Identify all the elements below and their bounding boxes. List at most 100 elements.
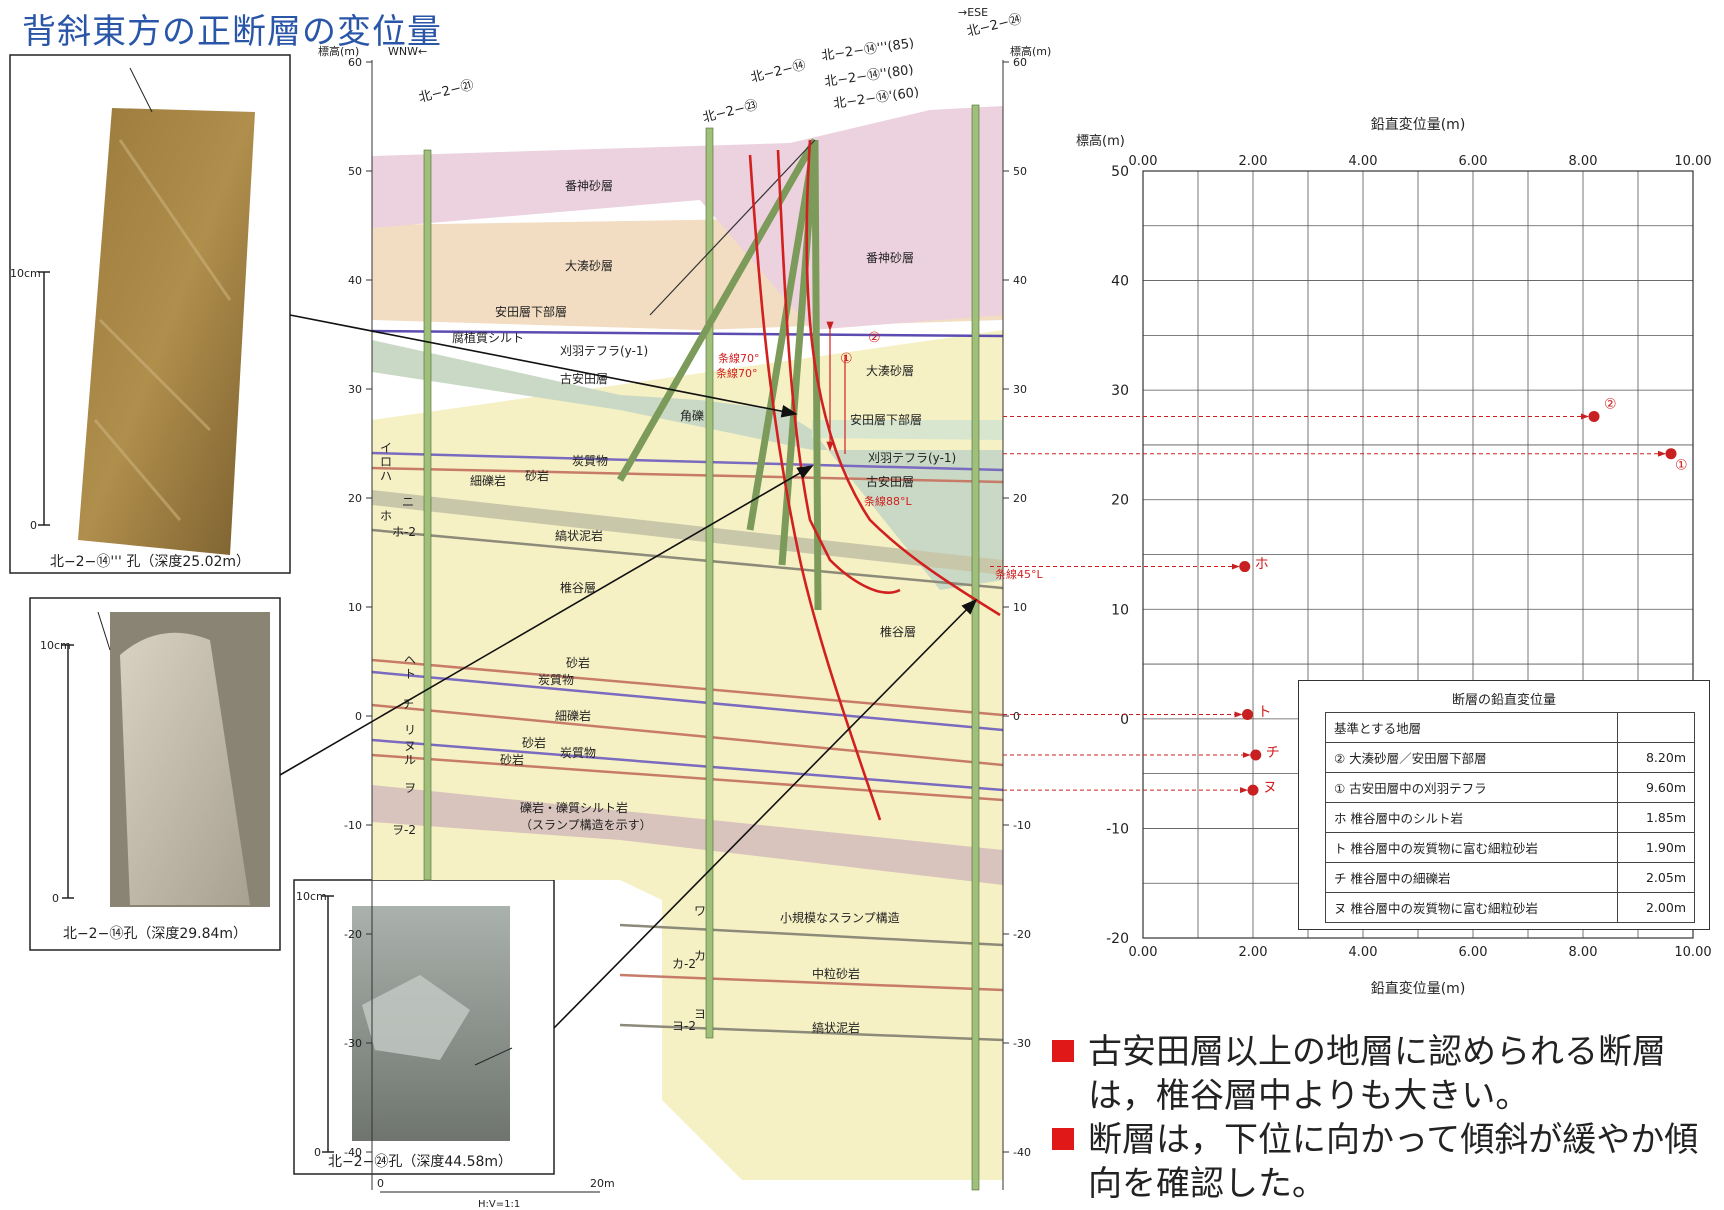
well-label-14: 北−2−⑭ bbox=[749, 58, 807, 86]
borehole-14-incline-2 bbox=[746, 139, 819, 531]
x-tick-bottom: 4.00 bbox=[1349, 945, 1378, 960]
svg-text:角礫: 角礫 bbox=[680, 408, 704, 423]
x-axis-label-top: 鉛直変位量(m) bbox=[1371, 116, 1466, 133]
layer-conglomerate-silt bbox=[372, 785, 1003, 885]
page-title: 背斜東方の正断層の変位量 bbox=[22, 12, 442, 52]
svg-text:礫岩・礫質シルト岩: 礫岩・礫質シルト岩 bbox=[520, 800, 628, 815]
elev-label-left: 標高(m) bbox=[318, 44, 359, 58]
borehole-24 bbox=[971, 104, 980, 1191]
circled-1: ① bbox=[840, 351, 853, 367]
elev-label-right: 標高(m) bbox=[1010, 44, 1051, 58]
well-label-14-85: 北−2−⑭'''(85) bbox=[820, 36, 915, 64]
table-cell-value: 9.60m bbox=[1617, 772, 1695, 803]
scale-hv: H:V=1:1 bbox=[478, 1199, 520, 1210]
dir-right: →ESE bbox=[958, 6, 988, 19]
elev-tick-left: -20 bbox=[344, 928, 362, 941]
bullet-item-1: 古安田層以上の地層に認められる断層は，椎谷層中よりも大きい。 bbox=[1052, 1030, 1722, 1118]
well-labels: 北−2−㉑ 北−2−㉓ 北−2−⑭ 北−2−⑭'''(85) 北−2−⑭''(8… bbox=[417, 12, 1023, 126]
data-point bbox=[1242, 708, 1253, 720]
bullet-square-icon bbox=[1052, 1128, 1074, 1150]
y-tick: 50 bbox=[1111, 164, 1129, 180]
svg-text:椎谷層: 椎谷層 bbox=[560, 580, 596, 595]
elev-tick-left: -10 bbox=[344, 819, 362, 832]
svg-text:腐植質シルト: 腐植質シルト bbox=[452, 330, 524, 345]
elev-tick-left: 0 bbox=[355, 710, 362, 723]
svg-text:大湊砂層: 大湊砂層 bbox=[565, 259, 613, 273]
y-tick: 10 bbox=[1111, 602, 1129, 618]
table-cell-layer: チ 椎谷層中の細礫岩 bbox=[1325, 862, 1618, 893]
svg-text:中粒砂岩: 中粒砂岩 bbox=[812, 966, 860, 981]
y-tick: 40 bbox=[1111, 274, 1129, 290]
elev-tick-left: -30 bbox=[344, 1037, 362, 1050]
elev-tick-left: 10 bbox=[348, 601, 362, 614]
elev-tick-left: 50 bbox=[348, 165, 362, 178]
scale-20m: 20m bbox=[590, 1177, 615, 1190]
y-tick: -20 bbox=[1106, 931, 1129, 947]
bullet-list: 古安田層以上の地層に認められる断層は，椎谷層中よりも大きい。 断層は，下位に向か… bbox=[1052, 1030, 1722, 1206]
borehole-14-incline-1 bbox=[616, 138, 819, 482]
x-tick-bottom: 2.00 bbox=[1239, 945, 1268, 960]
svg-text:細礫岩: 細礫岩 bbox=[470, 473, 506, 488]
table-cell-layer: ヌ 椎谷層中の炭質物に富む細粒砂岩 bbox=[1325, 892, 1618, 923]
data-point-label: ト bbox=[1258, 704, 1272, 720]
svg-text:ヨ-2: ヨ-2 bbox=[672, 1019, 696, 1033]
elev-tick-right: 10 bbox=[1013, 601, 1027, 614]
table-cell-value: 8.20m bbox=[1617, 742, 1695, 773]
data-point-label: ① bbox=[1675, 458, 1688, 474]
table-cell-value: 1.90m bbox=[1617, 832, 1695, 863]
y-tick: -10 bbox=[1106, 821, 1129, 837]
svg-text:条線70°: 条線70° bbox=[716, 366, 758, 380]
data-point bbox=[1239, 561, 1251, 573]
svg-text:砂岩: 砂岩 bbox=[525, 468, 549, 483]
svg-text:ヲ-2: ヲ-2 bbox=[392, 823, 416, 837]
table-cell-layer: ホ 椎谷層中のシルト岩 bbox=[1325, 802, 1618, 833]
fault-3 bbox=[805, 139, 1001, 617]
photo-1: 10cm 0 北−2−⑭''' 孔（深度25.02m） bbox=[9, 54, 291, 574]
y-axis-label: 標高(m) bbox=[1076, 133, 1125, 149]
elev-tick-left: 60 bbox=[348, 56, 362, 69]
svg-text:刈羽テフラ(y-1): 刈羽テフラ(y-1) bbox=[868, 451, 956, 465]
svg-text:イ: イ bbox=[380, 441, 392, 455]
photo-arrows bbox=[279, 314, 978, 1029]
elev-tick-left: 20 bbox=[348, 492, 362, 505]
table-cell-layer: ② 大湊砂層／安田層下部層 bbox=[1325, 742, 1618, 773]
svg-text:番神砂層: 番神砂層 bbox=[565, 179, 613, 193]
svg-text:ヨ: ヨ bbox=[694, 1007, 706, 1021]
svg-text:ル: ル bbox=[404, 753, 416, 767]
x-tick-bottom: 10.00 bbox=[1674, 945, 1711, 960]
layer-banjin bbox=[372, 106, 1003, 330]
svg-text:カ-2: カ-2 bbox=[672, 957, 696, 971]
displacement-plot: 0.000.002.002.004.004.006.006.008.008.00… bbox=[990, 116, 1712, 997]
fault-labels: 条線70° 条線70° 条線88°L 条線45°L bbox=[716, 351, 1043, 581]
marker-kana: イ ロ ハ ニ ホ ホ-2 ヘ ト チ リ ヌ ル ヲ ヲ-2 ワ カ カ-2 … bbox=[380, 441, 706, 1033]
svg-text:条線70°: 条線70° bbox=[718, 351, 760, 365]
photo-caption-3: 北−2−㉔孔（深度44.58m） bbox=[328, 1154, 512, 1170]
svg-text:条線45°L: 条線45°L bbox=[995, 567, 1043, 581]
scale-label-1: 10cm bbox=[10, 267, 41, 280]
svg-text:リ: リ bbox=[404, 723, 416, 737]
svg-text:チ: チ bbox=[402, 697, 414, 711]
elev-tick-right: 0 bbox=[1013, 710, 1020, 723]
elev-tick-right: 60 bbox=[1013, 56, 1027, 69]
elev-tick-right: -30 bbox=[1013, 1037, 1031, 1050]
data-point-label: ホ bbox=[1255, 557, 1269, 573]
photo-caption-2: 北−2−⑭孔（深度29.84m） bbox=[63, 926, 247, 942]
y-tick: 20 bbox=[1111, 493, 1129, 509]
scale-zero-1: 0 bbox=[30, 519, 37, 532]
elev-tick-left: -40 bbox=[344, 1146, 362, 1159]
svg-text:小規模なスランプ構造: 小規模なスランプ構造 bbox=[780, 910, 900, 925]
data-point-label: ヌ bbox=[1263, 780, 1277, 796]
svg-text:細礫岩: 細礫岩 bbox=[555, 708, 591, 723]
fault-1 bbox=[748, 154, 882, 821]
table-cell-value: 2.05m bbox=[1617, 862, 1695, 893]
y-tick: 30 bbox=[1111, 383, 1129, 399]
